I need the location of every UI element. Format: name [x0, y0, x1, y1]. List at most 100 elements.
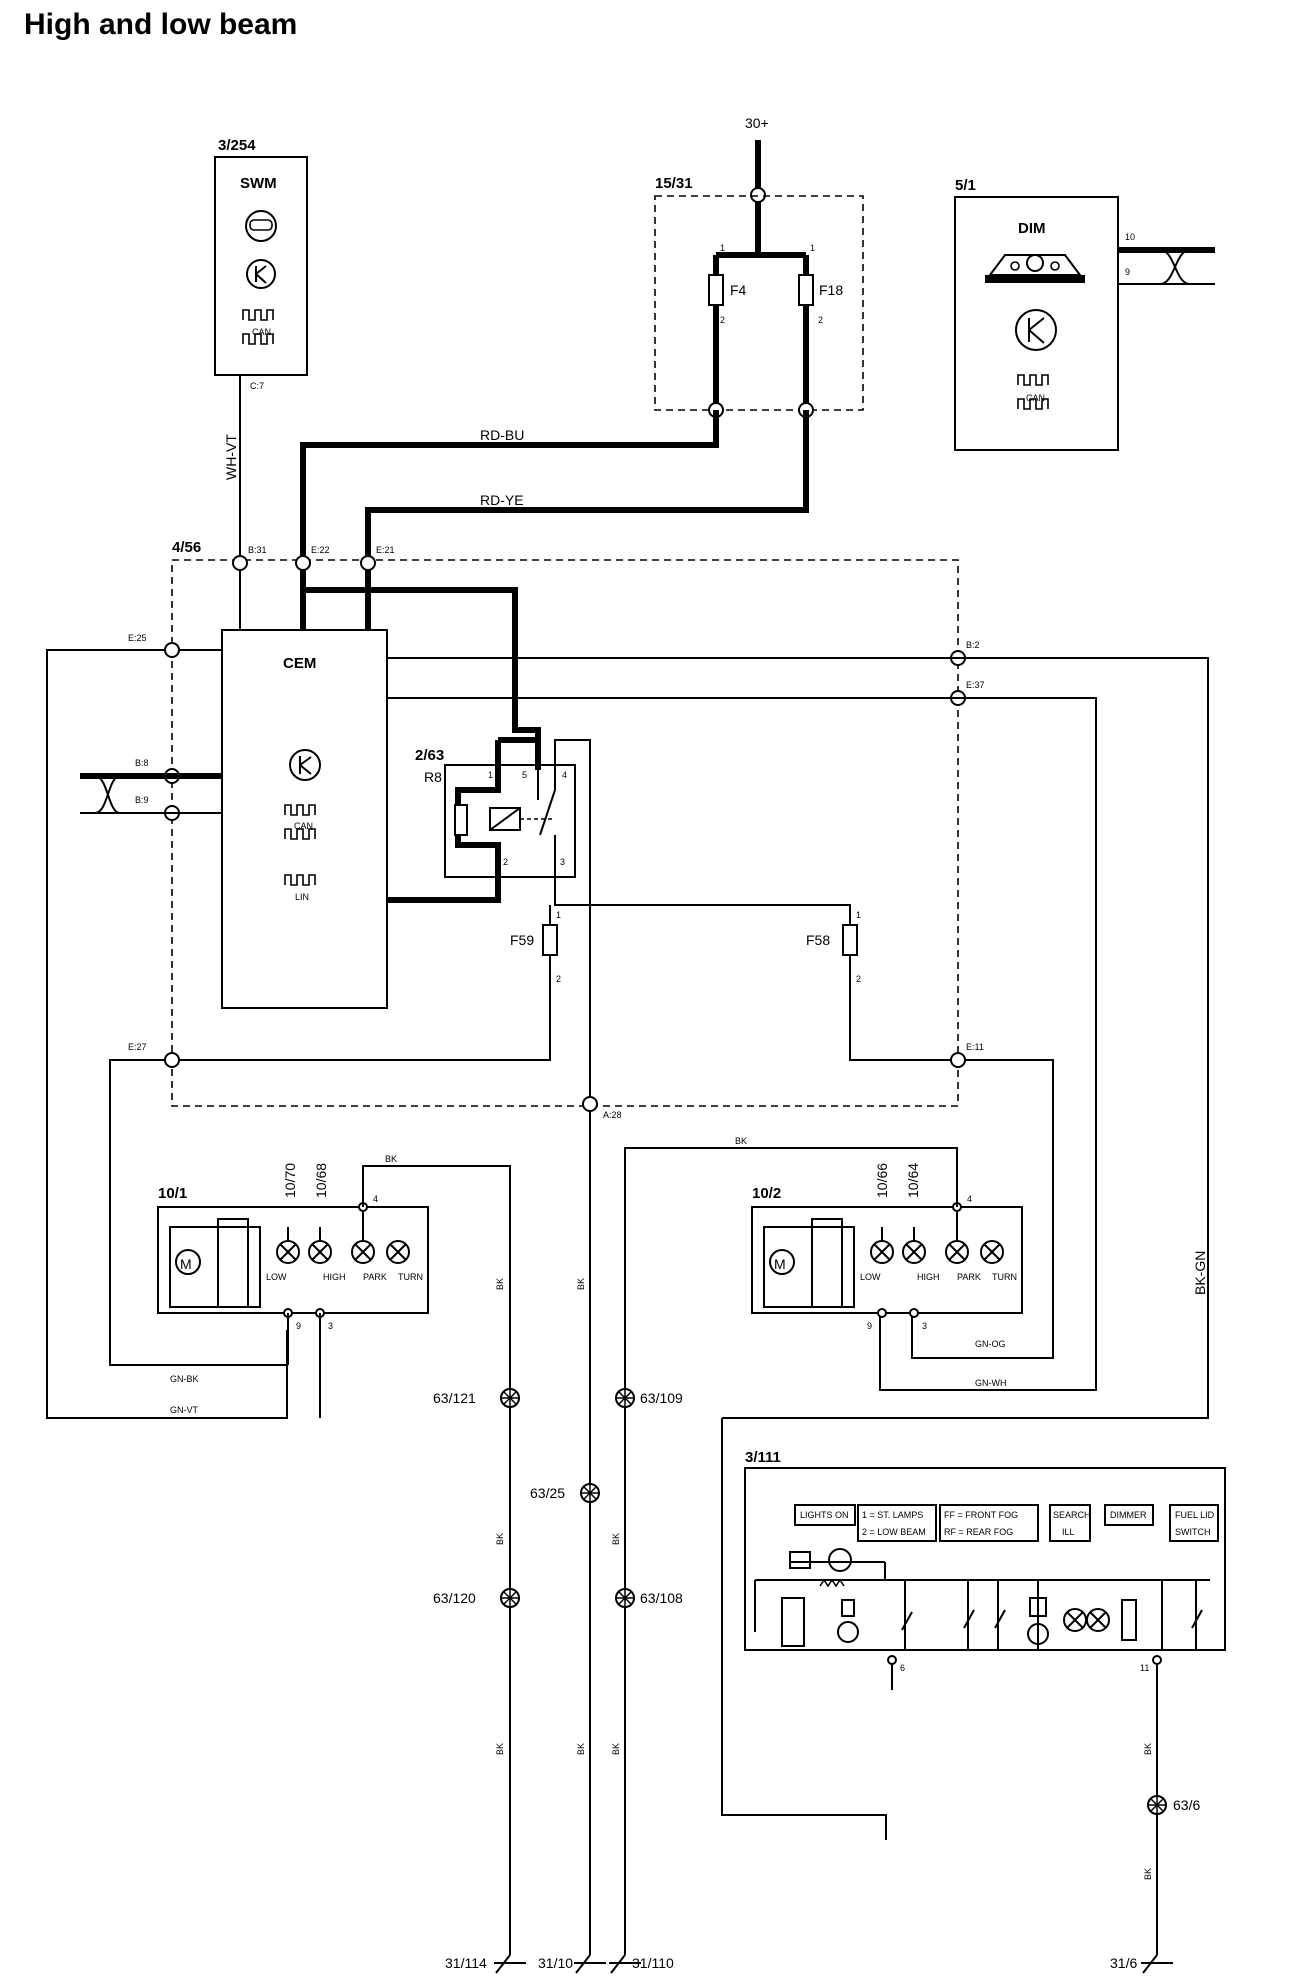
dim-module [954, 196, 1119, 451]
ground-label-31-110: 31/110 [632, 1955, 674, 1971]
wire-bk-m2: BK [576, 1743, 586, 1755]
cem-lin: LIN [295, 892, 309, 902]
conn-e25: E:25 [128, 633, 147, 643]
ground-label-31-6: 31/6 [1110, 1955, 1137, 1971]
supply-label: 30+ [745, 115, 769, 131]
svg-text:HIGH: HIGH [917, 1272, 940, 1282]
svg-text:1 = ST. LAMPS: 1 = ST. LAMPS [862, 1510, 923, 1520]
relay-pin2: 2 [503, 857, 508, 867]
relay-r8 [444, 764, 576, 878]
swm-name: SWM [240, 175, 277, 192]
splice-63-108: 63/108 [640, 1590, 683, 1606]
fuse-box-outline [654, 195, 864, 411]
switch-ref: 3/111 [745, 1449, 781, 1466]
fuse-f4 [708, 274, 724, 306]
f59-pin2: 2 [556, 974, 561, 984]
wire-gn-og: GN-OG [975, 1339, 1006, 1349]
headlamp-left-motor: M [180, 1256, 192, 1272]
twisted-pair-dim [1159, 249, 1191, 285]
conn-e27: E:27 [128, 1042, 147, 1052]
relay-ref: 2/63 [415, 747, 444, 764]
svg-text:4: 4 [373, 1194, 378, 1204]
dim-transistor-icon [1015, 309, 1057, 351]
svg-text:4: 4 [967, 1194, 972, 1204]
wire-rd-ye: RD-YE [480, 492, 524, 508]
fuse-f18 [798, 274, 814, 306]
cem-transistor-icon [289, 749, 321, 781]
relay-name: R8 [424, 769, 442, 785]
ground-31-10 [573, 1944, 607, 1974]
switch-internals [754, 1548, 1210, 1650]
wire-bk-r2: BK [611, 1743, 621, 1755]
svg-text:LOW: LOW [860, 1272, 881, 1282]
headlamp-right-bulb-low: 10/64 [905, 1163, 921, 1198]
ground-label-31-10: 31/10 [538, 1955, 573, 1971]
svg-text:M: M [774, 1256, 786, 1272]
cem-outline [171, 559, 959, 1107]
svg-text:LOW: LOW [266, 1272, 287, 1282]
ground-31-114 [493, 1944, 527, 1974]
splice-63-109: 63/109 [640, 1390, 683, 1406]
svg-text:TURN: TURN [992, 1272, 1017, 1282]
wire-gn-bk: GN-BK [170, 1374, 199, 1384]
svg-text:PARK: PARK [363, 1272, 387, 1282]
switch-pin11: 11 [1140, 1663, 1149, 1673]
fuse-f59-label: F59 [510, 932, 534, 948]
svg-text:9: 9 [867, 1321, 872, 1331]
f4-pin1: 1 [720, 243, 725, 253]
conn-b31: B:31 [248, 545, 267, 555]
splice-63-25: 63/25 [530, 1485, 565, 1501]
conn-c7: C:7 [250, 381, 264, 391]
headlamp-left-bulb-high: 10/70 [282, 1163, 298, 1198]
wire-gn-wh: GN-WH [975, 1378, 1007, 1388]
swm-module [214, 156, 308, 376]
wire-rd-bu: RD-BU [480, 427, 524, 443]
supply-node [750, 187, 766, 203]
svg-text:RF = REAR FOG: RF = REAR FOG [944, 1527, 1013, 1537]
fuse-box-ref: 15/31 [655, 175, 693, 192]
svg-text:SEARCH: SEARCH [1053, 1510, 1091, 1520]
svg-text:HIGH: HIGH [323, 1272, 346, 1282]
dim-pin10: 10 [1125, 232, 1135, 242]
wire-bk-r1: BK [611, 1533, 621, 1545]
switch-legend: LIGHTS ON 1 = ST. LAMPS 2 = LOW BEAM FF … [794, 1504, 1219, 1542]
wire-wh-vt: WH-VT [223, 434, 239, 480]
fuse-f18-label: F18 [819, 282, 843, 298]
splice-63-121: 63/121 [433, 1390, 476, 1406]
headlamp-right-ref: 10/2 [752, 1185, 781, 1202]
ground-label-31-114: 31/114 [445, 1955, 487, 1971]
relay-pin3: 3 [560, 857, 565, 867]
wire-bk-left-top: BK [385, 1154, 397, 1164]
svg-text:PARK: PARK [957, 1272, 981, 1282]
fuse-f58 [842, 924, 858, 956]
dim-ref: 5/1 [955, 177, 976, 194]
svg-text:SWITCH: SWITCH [1175, 1527, 1211, 1537]
fuse-f4-label: F4 [730, 282, 747, 298]
f18-pin1: 1 [810, 243, 815, 253]
dim-can: CAN [1026, 393, 1045, 403]
splice-63-6: 63/6 [1173, 1797, 1200, 1813]
headlamp-right: M LOW HIGH PARK TURN 4 9 3 [751, 1194, 1023, 1331]
svg-text:FUEL LID: FUEL LID [1175, 1510, 1215, 1520]
relay-pin5: 5 [522, 770, 527, 780]
transistor-icon [246, 259, 276, 289]
wire-bk-gnd2: BK [1143, 1868, 1153, 1880]
conn-a28: A:28 [603, 1110, 622, 1120]
svg-text:LIGHTS ON: LIGHTS ON [800, 1510, 849, 1520]
conn-e11: E:11 [966, 1042, 984, 1052]
wire-bk-gn: BK-GN [1192, 1251, 1208, 1295]
twisted-pair-cem [94, 775, 121, 814]
dim-name: DIM [1018, 220, 1046, 237]
cem-can: CAN [294, 821, 313, 831]
wire-bk-right-top: BK [735, 1136, 747, 1146]
svg-text:TURN: TURN [398, 1272, 423, 1282]
switch-pin6: 6 [900, 1663, 905, 1673]
conn-b9: B:9 [135, 795, 149, 805]
splice-63-120: 63/120 [433, 1590, 476, 1606]
f58-pin2: 2 [856, 974, 861, 984]
svg-text:ILL: ILL [1062, 1527, 1075, 1537]
dim-pin9: 9 [1125, 267, 1130, 277]
fuse-f58-label: F58 [806, 932, 830, 948]
fuse-f59 [542, 924, 558, 956]
headlamp-left-ref: 10/1 [158, 1185, 187, 1202]
